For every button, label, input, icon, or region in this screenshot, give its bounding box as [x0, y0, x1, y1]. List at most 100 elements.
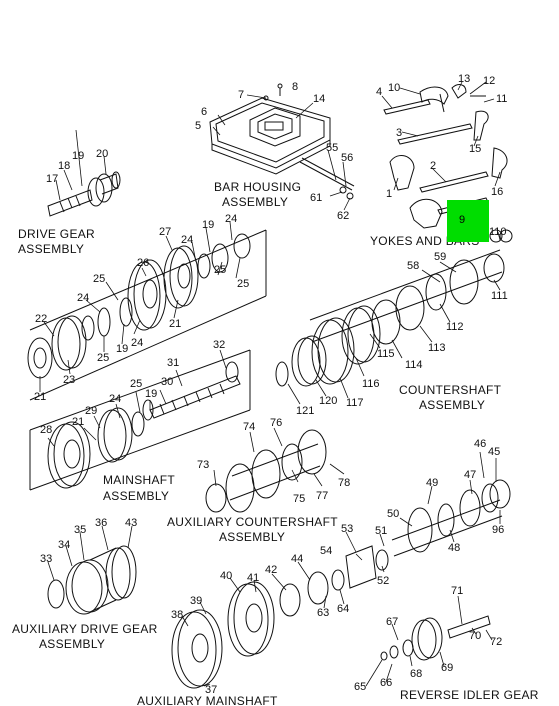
callout-110[interactable]: 110 — [489, 226, 507, 238]
callout-4[interactable]: 4 — [376, 86, 383, 98]
callout-41[interactable]: 41 — [247, 572, 260, 584]
callout-25d[interactable]: 25 — [97, 352, 110, 364]
callout-115[interactable]: 115 — [377, 348, 395, 360]
callout-40[interactable]: 40 — [220, 570, 233, 582]
callout-67[interactable]: 67 — [386, 616, 399, 628]
callout-62[interactable]: 62 — [337, 210, 350, 222]
callout-21c[interactable]: 21 — [72, 416, 85, 428]
callout-11[interactable]: 11 — [496, 93, 508, 105]
callout-24[interactable]: 24 — [225, 213, 238, 225]
callout-22[interactable]: 22 — [35, 313, 48, 325]
callout-53[interactable]: 53 — [341, 523, 354, 535]
callout-46[interactable]: 46 — [474, 438, 487, 450]
callout-19[interactable]: 19 — [72, 150, 85, 162]
callout-2[interactable]: 2 — [430, 160, 437, 172]
callout-28[interactable]: 28 — [40, 424, 53, 436]
callout-117[interactable]: 117 — [346, 397, 364, 409]
callout-45[interactable]: 45 — [488, 446, 501, 458]
callout-26[interactable]: 26 — [137, 257, 150, 269]
callout-51[interactable]: 51 — [375, 525, 388, 537]
callout-47[interactable]: 47 — [464, 469, 477, 481]
callout-114[interactable]: 114 — [405, 359, 423, 371]
callout-18[interactable]: 18 — [58, 160, 71, 172]
callout-25[interactable]: 25 — [214, 264, 227, 276]
callout-63[interactable]: 63 — [317, 607, 330, 619]
callout-59[interactable]: 59 — [434, 251, 447, 263]
callout-39[interactable]: 39 — [190, 595, 203, 607]
callout-71[interactable]: 71 — [451, 585, 464, 597]
callout-54[interactable]: 54 — [320, 545, 333, 557]
callout-15[interactable]: 15 — [469, 143, 482, 155]
callout-6[interactable]: 6 — [201, 106, 208, 118]
callout-55[interactable]: 55 — [326, 142, 339, 154]
callout-113[interactable]: 113 — [428, 342, 446, 354]
callout-112[interactable]: 112 — [446, 321, 464, 333]
callout-66[interactable]: 66 — [380, 677, 393, 689]
callout-38[interactable]: 38 — [171, 609, 184, 621]
callout-48[interactable]: 48 — [448, 542, 461, 554]
callout-33[interactable]: 33 — [40, 553, 53, 565]
callout-56[interactable]: 56 — [341, 152, 354, 164]
callout-24b[interactable]: 24 — [181, 234, 194, 246]
callout-120[interactable]: 120 — [319, 395, 338, 407]
callout-111[interactable]: 111 — [491, 290, 508, 302]
callout-25c[interactable]: 25 — [93, 273, 106, 285]
callout-78[interactable]: 78 — [338, 477, 351, 489]
callout-3[interactable]: 3 — [396, 127, 403, 139]
callout-74[interactable]: 74 — [243, 421, 256, 433]
callout-72[interactable]: 72 — [490, 636, 503, 648]
callout-24d[interactable]: 24 — [131, 337, 144, 349]
callout-20[interactable]: 20 — [96, 148, 109, 160]
callout-21[interactable]: 21 — [169, 318, 182, 330]
callout-52[interactable]: 52 — [377, 575, 390, 587]
callout-27[interactable]: 27 — [159, 226, 172, 238]
callout-29[interactable]: 29 — [85, 405, 98, 417]
callout-43[interactable]: 43 — [125, 517, 138, 529]
callout-69[interactable]: 69 — [441, 662, 454, 674]
callout-16[interactable]: 16 — [491, 186, 504, 198]
callout-58[interactable]: 58 — [407, 260, 420, 272]
callout-14[interactable]: 14 — [313, 93, 326, 105]
callout-77[interactable]: 77 — [316, 490, 329, 502]
callout-17[interactable]: 17 — [46, 173, 59, 185]
callout-19b[interactable]: 19 — [202, 219, 215, 231]
callout-23[interactable]: 23 — [63, 374, 76, 386]
callout-75[interactable]: 75 — [293, 493, 306, 505]
callout-24c[interactable]: 24 — [77, 292, 90, 304]
callout-37[interactable]: 37 — [205, 684, 218, 696]
callout-5[interactable]: 5 — [195, 120, 202, 132]
callout-64[interactable]: 64 — [337, 603, 350, 615]
callout-96[interactable]: 96 — [492, 524, 505, 536]
callout-116[interactable]: 116 — [362, 378, 380, 390]
callout-76[interactable]: 76 — [270, 417, 283, 429]
callout-19d[interactable]: 19 — [145, 388, 158, 400]
callout-61[interactable]: 61 — [310, 192, 323, 204]
callout-68[interactable]: 68 — [410, 668, 423, 680]
callout-24e[interactable]: 24 — [109, 393, 122, 405]
callout-65[interactable]: 65 — [354, 681, 367, 693]
callout-30[interactable]: 30 — [161, 376, 174, 388]
callout-50[interactable]: 50 — [387, 508, 400, 520]
callout-25b[interactable]: 25 — [237, 278, 250, 290]
callout-13[interactable]: 13 — [458, 73, 471, 85]
highlighted-part-9[interactable]: 9 — [447, 200, 489, 242]
callout-121[interactable]: 121 — [296, 405, 315, 417]
callout-1[interactable]: 1 — [386, 188, 393, 200]
callout-8[interactable]: 8 — [292, 81, 299, 93]
callout-42[interactable]: 42 — [265, 564, 278, 576]
callout-70[interactable]: 70 — [469, 630, 482, 642]
callout-19c[interactable]: 19 — [116, 343, 129, 355]
callout-32[interactable]: 32 — [213, 339, 226, 351]
callout-7[interactable]: 7 — [238, 89, 245, 101]
callout-12[interactable]: 12 — [483, 75, 496, 87]
callout-31[interactable]: 31 — [167, 357, 180, 369]
callout-25e[interactable]: 25 — [130, 378, 143, 390]
callout-49[interactable]: 49 — [426, 477, 439, 489]
callout-35[interactable]: 35 — [74, 524, 87, 536]
callout-73[interactable]: 73 — [197, 459, 210, 471]
callout-21b[interactable]: 21 — [34, 391, 47, 403]
callout-10[interactable]: 10 — [388, 82, 401, 94]
callout-34[interactable]: 34 — [58, 539, 71, 551]
callout-36[interactable]: 36 — [95, 517, 108, 529]
callout-44[interactable]: 44 — [291, 553, 304, 565]
